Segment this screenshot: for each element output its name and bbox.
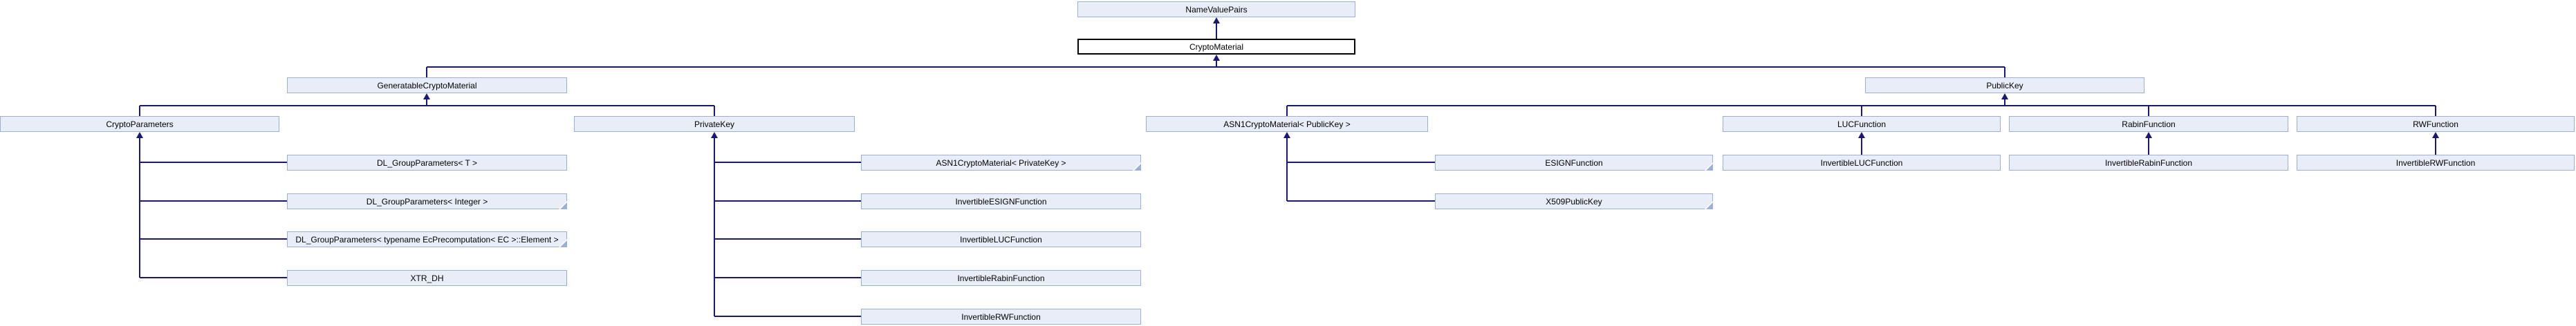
class-node-rabinfunction[interactable]: RabinFunction xyxy=(2009,116,2288,132)
inheritance-edge-line xyxy=(1216,23,1217,39)
class-node-publickey[interactable]: PublicKey xyxy=(1865,77,2144,93)
inheritance-edge-line xyxy=(714,316,861,317)
inheritance-edge-line xyxy=(2004,99,2005,106)
inheritance-arrowhead-icon xyxy=(2145,132,2152,138)
inheritance-edge-line xyxy=(714,137,715,316)
class-node-invertiblerabinfunction[interactable]: InvertibleRabinFunction xyxy=(2009,155,2288,171)
inheritance-arrowhead-icon xyxy=(1213,55,1220,61)
inheritance-edge-line xyxy=(714,162,861,163)
class-node-namevaluepairs[interactable]: NameValuePairs xyxy=(1077,1,1355,17)
class-node-generatablecryptomaterial[interactable]: GeneratableCryptoMaterial xyxy=(287,77,567,93)
inheritance-arrowhead-icon xyxy=(136,132,143,138)
inheritance-edge-line xyxy=(2148,106,2149,116)
class-node-xtr-dh[interactable]: XTR_DH xyxy=(287,270,567,286)
inheritance-edge-line xyxy=(714,238,861,240)
inheritance-edge-line xyxy=(139,106,140,116)
inheritance-edge-line xyxy=(1861,106,1862,116)
class-node-invertiblerwfunction[interactable]: InvertibleRWFunction xyxy=(861,309,1141,325)
class-node-invertiblerabinfunction[interactable]: InvertibleRabinFunction xyxy=(861,270,1141,286)
inheritance-edge-line xyxy=(1287,162,1435,163)
inheritance-edge-line xyxy=(140,105,714,106)
class-node-asn1cryptomaterial-publickey[interactable]: ASN1CryptoMaterial< PublicKey > xyxy=(1146,116,1428,132)
inheritance-arrowhead-icon xyxy=(2432,132,2439,138)
inheritance-edge-line xyxy=(140,200,287,202)
inheritance-edge-line xyxy=(1286,137,1288,201)
inheritance-arrowhead-icon xyxy=(1858,132,1865,138)
inheritance-edge-line xyxy=(140,238,287,240)
inheritance-edge-line xyxy=(1287,105,2436,106)
class-node-dl-groupparameters-t[interactable]: DL_GroupParameters< T > xyxy=(287,155,567,171)
inheritance-arrowhead-icon xyxy=(423,93,430,99)
inheritance-edge-line xyxy=(1861,137,1862,155)
inheritance-edge-line xyxy=(427,66,2005,68)
class-node-lucfunction[interactable]: LUCFunction xyxy=(1723,116,2001,132)
class-node-esignfunction[interactable]: ESIGNFunction xyxy=(1435,155,1713,171)
class-node-privatekey[interactable]: PrivateKey xyxy=(574,116,855,132)
class-node-rwfunction[interactable]: RWFunction xyxy=(2297,116,2575,132)
class-node-dl-groupparameters-integer[interactable]: DL_GroupParameters< Integer > xyxy=(287,193,567,209)
inheritance-arrowhead-icon xyxy=(2001,93,2008,99)
inheritance-edge-line xyxy=(1216,60,1217,67)
inheritance-edge-line xyxy=(2004,67,2005,77)
class-node-invertiblelucfunction[interactable]: InvertibleLUCFunction xyxy=(861,231,1141,247)
inheritance-edge-line xyxy=(1286,106,1288,116)
inheritance-edge-line xyxy=(714,106,715,116)
class-node-invertiblelucfunction[interactable]: InvertibleLUCFunction xyxy=(1723,155,2001,171)
class-node-asn1cryptomaterial-privatekey[interactable]: ASN1CryptoMaterial< PrivateKey > xyxy=(861,155,1141,171)
inheritance-arrowhead-icon xyxy=(711,132,718,138)
inheritance-edge-line xyxy=(714,277,861,278)
inheritance-edge-line xyxy=(426,99,427,106)
inheritance-arrowhead-icon xyxy=(1284,132,1290,138)
inheritance-edge-line xyxy=(2435,137,2436,155)
inheritance-edge-line xyxy=(1287,200,1435,202)
inheritance-edge-line xyxy=(2435,106,2436,116)
inheritance-edge-line xyxy=(426,67,427,77)
inheritance-edge-line xyxy=(140,162,287,163)
class-node-invertibleesignfunction[interactable]: InvertibleESIGNFunction xyxy=(861,193,1141,209)
inheritance-edge-line xyxy=(139,137,140,278)
class-node-x509publickey[interactable]: X509PublicKey xyxy=(1435,193,1713,209)
class-node-dl-groupparameters-typename-ecprecomputation-ec-element[interactable]: DL_GroupParameters< typename EcPrecomput… xyxy=(287,231,567,247)
inheritance-arrowhead-icon xyxy=(1213,17,1220,23)
inheritance-edge-line xyxy=(714,200,861,202)
class-node-cryptoparameters[interactable]: CryptoParameters xyxy=(0,116,279,132)
inheritance-edge-line xyxy=(140,277,287,278)
inheritance-edge-line xyxy=(2148,137,2149,155)
class-node-cryptomaterial: CryptoMaterial xyxy=(1077,39,1355,55)
class-node-invertiblerwfunction[interactable]: InvertibleRWFunction xyxy=(2297,155,2575,171)
